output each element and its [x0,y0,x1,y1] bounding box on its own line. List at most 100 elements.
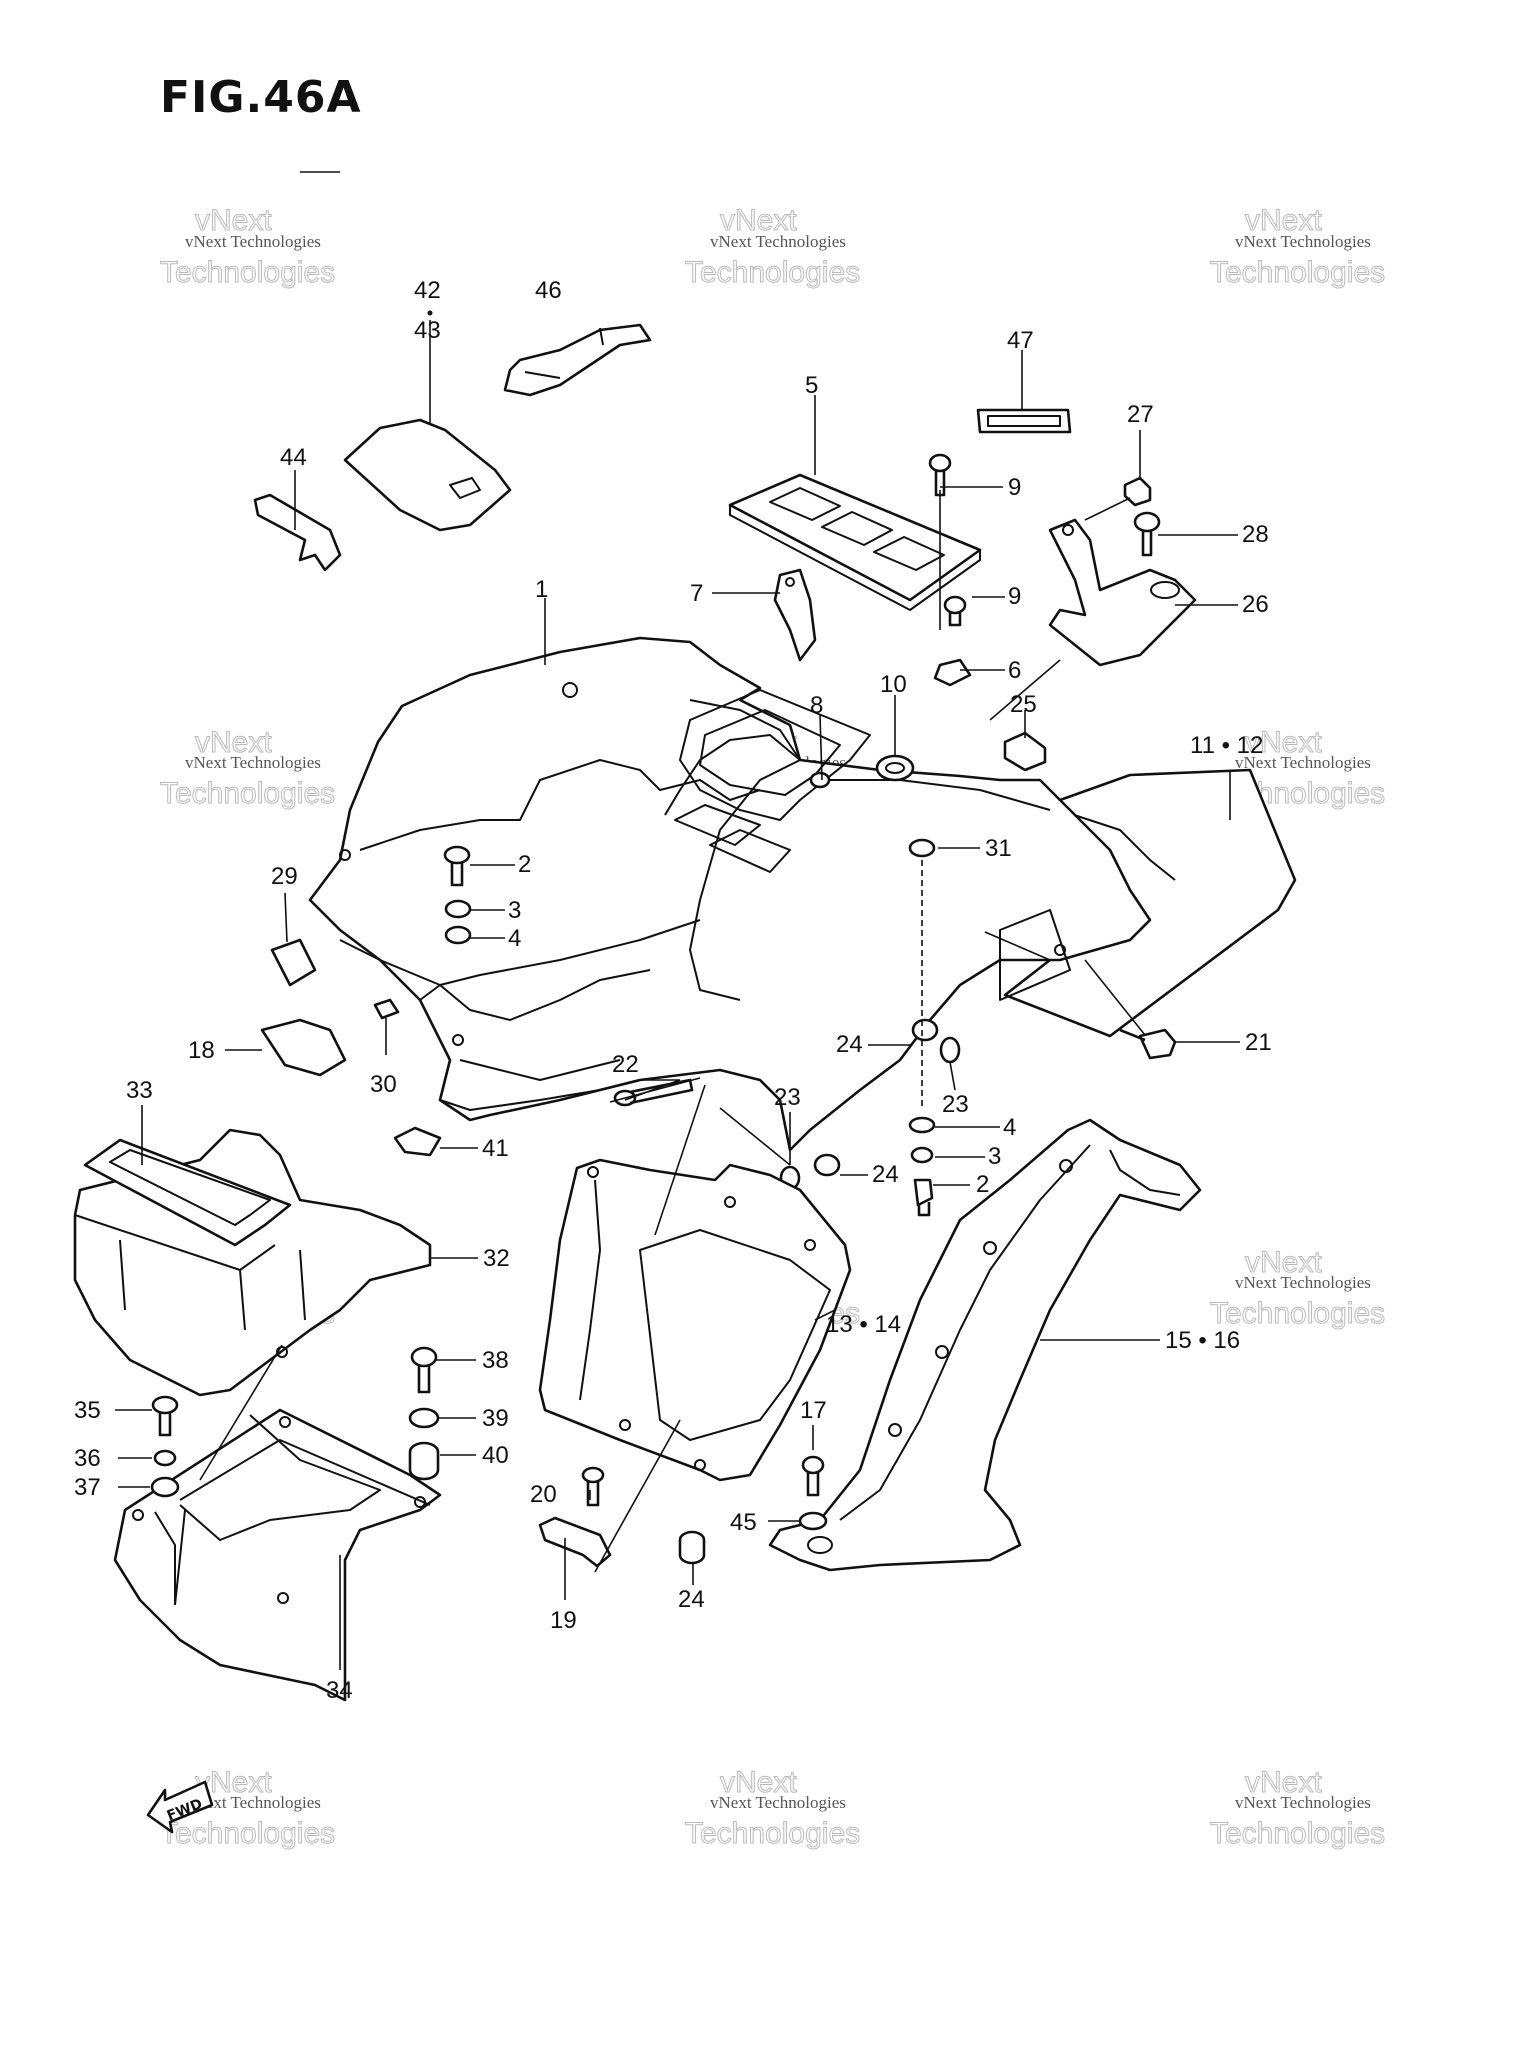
part-inner-mudguard [538,1158,852,1482]
part-bolt-20 [581,1466,605,1507]
svg-text:vNext: vNext [720,1766,797,1799]
part-pad-30 [373,998,400,1020]
svg-text:vNext: vNext [1245,1246,1322,1279]
callout-35: 35 [74,1397,101,1424]
svg-text:vNext: vNext [720,204,797,237]
leader-lines [115,320,1240,1670]
callout-3: 3 [988,1143,1001,1170]
svg-text:Technologies: Technologies [160,256,335,289]
svg-text:vNext Technologies: vNext Technologies [185,1793,321,1812]
callout-5: 5 [805,372,818,399]
callout-24: 24 [678,1586,705,1613]
callout-27: 27 [1127,401,1154,428]
callout-7: 7 [690,580,703,607]
svg-text:Technologies: Technologies [685,1817,860,1850]
part-washer-4a [444,925,472,945]
part-bolt-21 [1119,1028,1177,1060]
part-emblem-47 [976,408,1072,434]
svg-text:vNext: vNext [1245,204,1322,237]
part-reflector-18 [260,1018,347,1077]
callout-38: 38 [482,1347,509,1374]
svg-text:Technologies: Technologies [160,777,335,810]
part-cap-8 [809,771,831,789]
part-gasket-33 [83,1138,292,1247]
callout-17: 17 [800,1397,827,1424]
svg-text:vNext Technologies: vNext Technologies [1235,232,1371,251]
part-wrench-44 [253,493,342,572]
callout-33: 33 [126,1077,153,1104]
part-washer-31 [908,838,936,858]
part-clip-29 [270,938,317,987]
callout-26: 26 [1242,591,1269,618]
watermark-r2: vNext vNext Technologies Technologies [1210,1246,1386,1331]
callout-18: 18 [188,1037,215,1064]
part-rear-fender [308,636,1152,1152]
callout-34: 34 [326,1677,353,1704]
svg-text:vNext: vNext [1245,1766,1322,1799]
callout-42: 42 [414,277,441,304]
svg-text:Technologies: Technologies [1210,1817,1385,1850]
callout-23: 23 [774,1084,801,1111]
part-bolt-2a [443,845,471,887]
part-bracket-26 [1048,518,1197,667]
part-strap-46 [503,323,652,397]
callout-10: 10 [880,671,907,698]
callout-30: 30 [370,1071,397,1098]
part-bolt-9b [943,595,967,627]
part-washer-3b [910,1146,934,1164]
callout-11-12: 11 • 12 [1190,732,1263,759]
svg-text:vNext Technologies: vNext Technologies [1235,753,1371,772]
watermark-br: vNext vNext Technologies Technologies [1210,1766,1386,1851]
callout-21: 21 [1245,1029,1272,1056]
dot-mark [427,310,433,316]
callout-28: 28 [1242,521,1269,548]
watermark-tr: vNext vNext Technologies Technologies [1210,204,1386,290]
part-washer-45 [798,1511,828,1531]
watermark-bc: vNext vNext Technologies Technologies [685,1766,861,1851]
part-collar-24a [911,1018,939,1042]
callout-9: 9 [1008,474,1021,501]
callout-45: 45 [730,1509,757,1536]
callout-40: 40 [482,1442,509,1469]
part-bolt-35 [151,1395,179,1437]
svg-text:Technologies: Technologies [160,1817,335,1850]
callout-2: 2 [976,1171,989,1198]
svg-text:vNext Technologies: vNext Technologies [185,753,321,772]
part-bracket-7 [773,568,817,662]
svg-text:vNext: vNext [195,726,272,759]
part-bolt-38 [410,1346,438,1394]
callout-22: 22 [612,1051,639,1078]
svg-text:vNext Technologies: vNext Technologies [185,232,321,251]
callout-32: 32 [483,1245,510,1272]
callout-4: 4 [508,925,521,952]
svg-text:Technologies: Technologies [1210,256,1385,289]
part-bracket-19 [538,1516,612,1568]
callout-39: 39 [482,1405,509,1432]
part-bolt-9a [928,453,952,497]
watermark-tc: vNext vNext Technologies Technologies [685,204,861,290]
callout-9: 9 [1008,583,1021,610]
callout-29: 29 [271,863,298,890]
fender-tray [679,689,871,821]
part-washer-36 [153,1449,177,1467]
part-storage-cover [343,418,512,532]
callout-20: 20 [530,1481,557,1508]
part-grommet-10 [875,754,915,782]
callout-8: 8 [810,692,823,719]
part-washer-37 [150,1476,180,1498]
callout-13-14: 13 • 14 [826,1311,901,1338]
callout-3: 3 [508,897,521,924]
svg-text:Technologies: Technologies [1210,1297,1385,1330]
svg-text:vNext Technologies: vNext Technologies [710,232,846,251]
callout-23: 23 [942,1091,969,1118]
callout-31: 31 [985,835,1012,862]
part-clip-6 [933,658,972,687]
callout-36: 36 [74,1445,101,1472]
part-nut-27 [1123,476,1152,507]
part-pad-25 [1003,731,1047,772]
callout-41: 41 [482,1135,509,1162]
callout-25: 25 [1010,691,1037,718]
svg-text:Technologies: Technologies [685,256,860,289]
svg-text:vNext Technologies: vNext Technologies [1235,1273,1371,1292]
